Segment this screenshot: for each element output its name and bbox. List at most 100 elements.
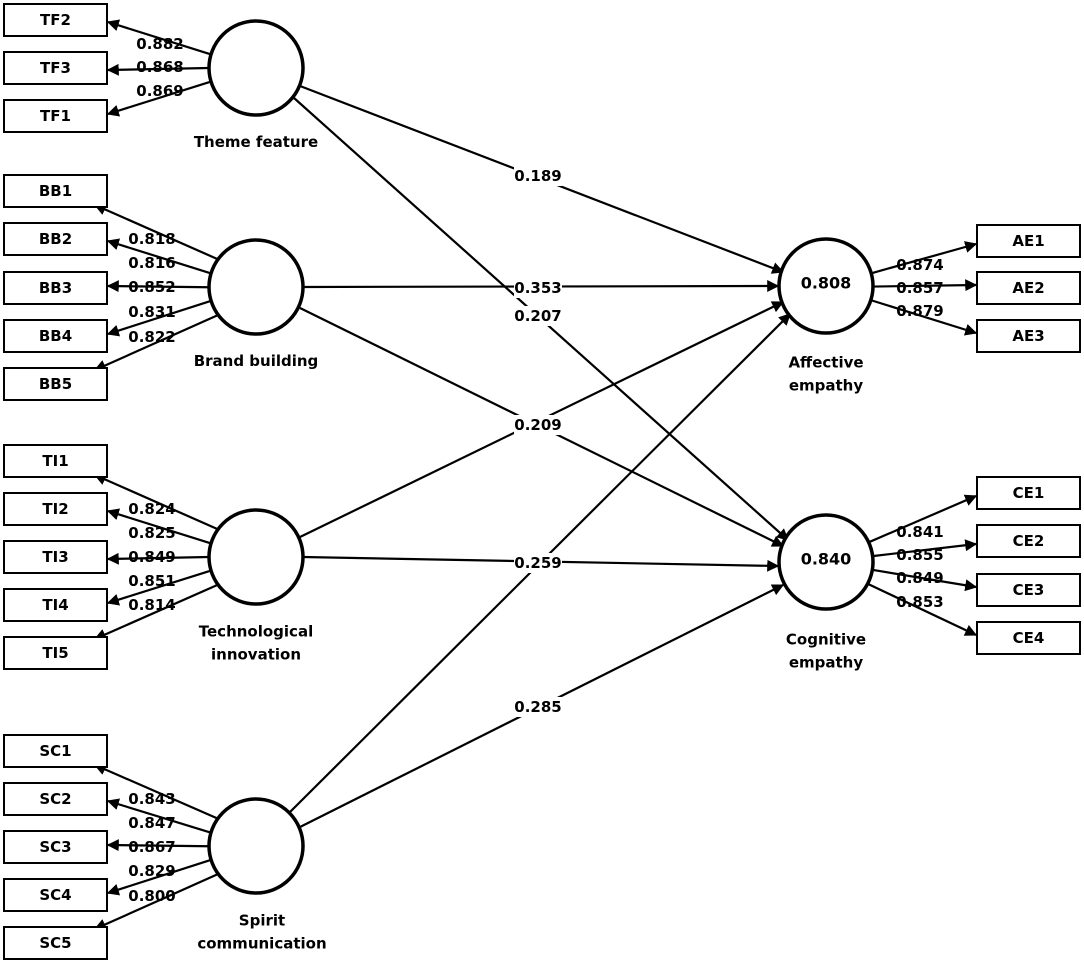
indicator-box-ce3 [976,573,1081,607]
indicator-box-ae1 [976,224,1081,258]
loading-value-ce4: 0.853 [896,593,943,611]
r-squared-cognitive-empathy: 0.840 [801,550,852,569]
indicator-label-ti5: TI5 [42,644,68,662]
loading-value-ti5: 0.814 [128,596,175,614]
indicator-box-ce1 [976,476,1081,510]
indicator-label-ce4: CE4 [1013,629,1045,647]
construct-circle-affective-empathy [777,237,875,335]
loading-value-sc3: 0.867 [128,838,175,856]
indicator-label-bb5: BB5 [39,375,72,393]
construct-circle-spirit-communication [207,797,305,895]
indicator-label-sc5: SC5 [39,934,71,952]
loading-value-ce3: 0.849 [896,569,943,587]
indicator-box-bb2 [3,222,108,256]
path-label-bg [514,553,562,573]
loading-arrow-tf3 [106,63,210,76]
indicator-label-ce3: CE3 [1013,581,1045,599]
path-label-bg [514,697,562,717]
indicator-label-bb1: BB1 [39,182,72,200]
indicator-box-ce4 [976,621,1081,655]
loading-arrow-sc3 [106,839,210,852]
indicator-label-ti2: TI2 [42,500,68,518]
r-squared-affective-empathy: 0.808 [801,274,852,293]
indicator-label-ce1: CE1 [1013,484,1045,502]
loading-value-bb3: 0.852 [128,278,175,296]
indicator-box-ti3 [3,540,108,574]
indicator-label-sc4: SC4 [39,886,71,904]
construct-label-technological-innovation-line-1: Technological [199,623,313,641]
indicator-box-sc2 [3,782,108,816]
construct-circle-technological-innovation [207,508,305,606]
loading-arrow-ti5 [93,582,221,641]
loading-arrow-ae1 [870,241,978,275]
indicator-box-bb3 [3,271,108,305]
indicator-label-tf3: TF3 [40,59,71,77]
loading-value-tf1: 0.869 [136,82,183,100]
indicator-box-sc1 [3,734,108,768]
loading-arrow-bb1 [93,203,221,262]
construct-label-affective-empathy-line-1: Affective [788,354,863,372]
loading-value-bb2: 0.816 [128,254,175,272]
loading-arrow-ti1 [93,473,221,532]
loading-arrow-tf1 [106,80,212,117]
path-label-bg [514,415,562,435]
loading-value-ce2: 0.855 [896,546,943,564]
indicator-label-tf1: TF1 [40,107,71,125]
loading-arrow-sc1 [93,763,221,821]
loading-value-bb5: 0.822 [128,328,175,346]
construct-circle-brand-building [207,238,305,336]
path-label-bg [514,278,562,298]
loading-value-tf2: 0.882 [136,35,183,53]
indicator-label-ae2: AE2 [1012,279,1044,297]
indicator-box-ti5 [3,636,108,670]
construct-label-technological-innovation-line-2: innovation [211,646,301,664]
loading-value-ti2: 0.825 [128,524,175,542]
path-label-bg [514,306,562,326]
indicator-label-ti1: TI1 [42,452,68,470]
loading-arrow-ce2 [872,539,978,558]
loading-arrow-ti4 [106,569,212,606]
loading-value-bb4: 0.831 [128,303,175,321]
indicator-label-ti3: TI3 [42,548,68,566]
construct-label-cognitive-empathy-line-2: empathy [789,654,864,672]
indicator-label-sc1: SC1 [39,742,71,760]
indicator-label-sc3: SC3 [39,838,71,856]
loading-arrow-bb2 [106,238,212,275]
indicator-label-ae1: AE1 [1012,232,1044,250]
loading-value-sc1: 0.843 [128,790,175,808]
indicator-box-ti2 [3,492,108,526]
indicator-label-ti4: TI4 [42,596,68,614]
path-coefficient-technological-innovation-to-cognitive-empathy: 0.259 [514,554,561,572]
loading-arrow-ae3 [869,298,978,336]
loading-arrow-tf2 [106,19,212,56]
path-coefficient-spirit-communication-to-cognitive-empathy: 0.285 [514,698,561,716]
indicator-label-ae3: AE3 [1012,327,1044,345]
indicator-box-bb5 [3,367,108,401]
indicator-box-sc4 [3,878,108,912]
loading-arrow-bb5 [93,313,221,372]
construct-label-theme-feature-line-1: Theme feature [194,133,318,151]
loading-arrow-sc4 [106,858,212,896]
construct-label-spirit-communication-line-2: communication [197,935,326,953]
path-coefficient-theme-feature-to-cognitive-empathy: 0.207 [514,307,561,325]
loading-arrow-ce3 [871,568,978,592]
path-coefficient-brand-building-to-affective-empathy: 0.353 [514,279,561,297]
loading-value-ce1: 0.841 [896,523,943,541]
loading-arrow-sc5 [93,872,221,931]
loading-arrow-ce4 [866,582,978,636]
loading-arrow-bb4 [106,299,212,337]
construct-label-brand-building-line-1: Brand building [194,352,319,370]
loading-value-ae3: 0.879 [896,302,943,320]
indicator-box-ae3 [976,319,1081,353]
construct-label-affective-empathy-line-2: empathy [789,377,864,395]
loading-value-sc5: 0.800 [128,887,175,905]
loading-arrow-bb3 [106,280,210,293]
loading-value-sc4: 0.829 [128,862,175,880]
loading-arrow-ti3 [106,552,210,565]
loading-value-sc2: 0.847 [128,814,175,832]
loading-value-bb1: 0.818 [128,230,175,248]
indicator-box-bb4 [3,319,108,353]
loading-arrow-ce1 [867,494,978,544]
